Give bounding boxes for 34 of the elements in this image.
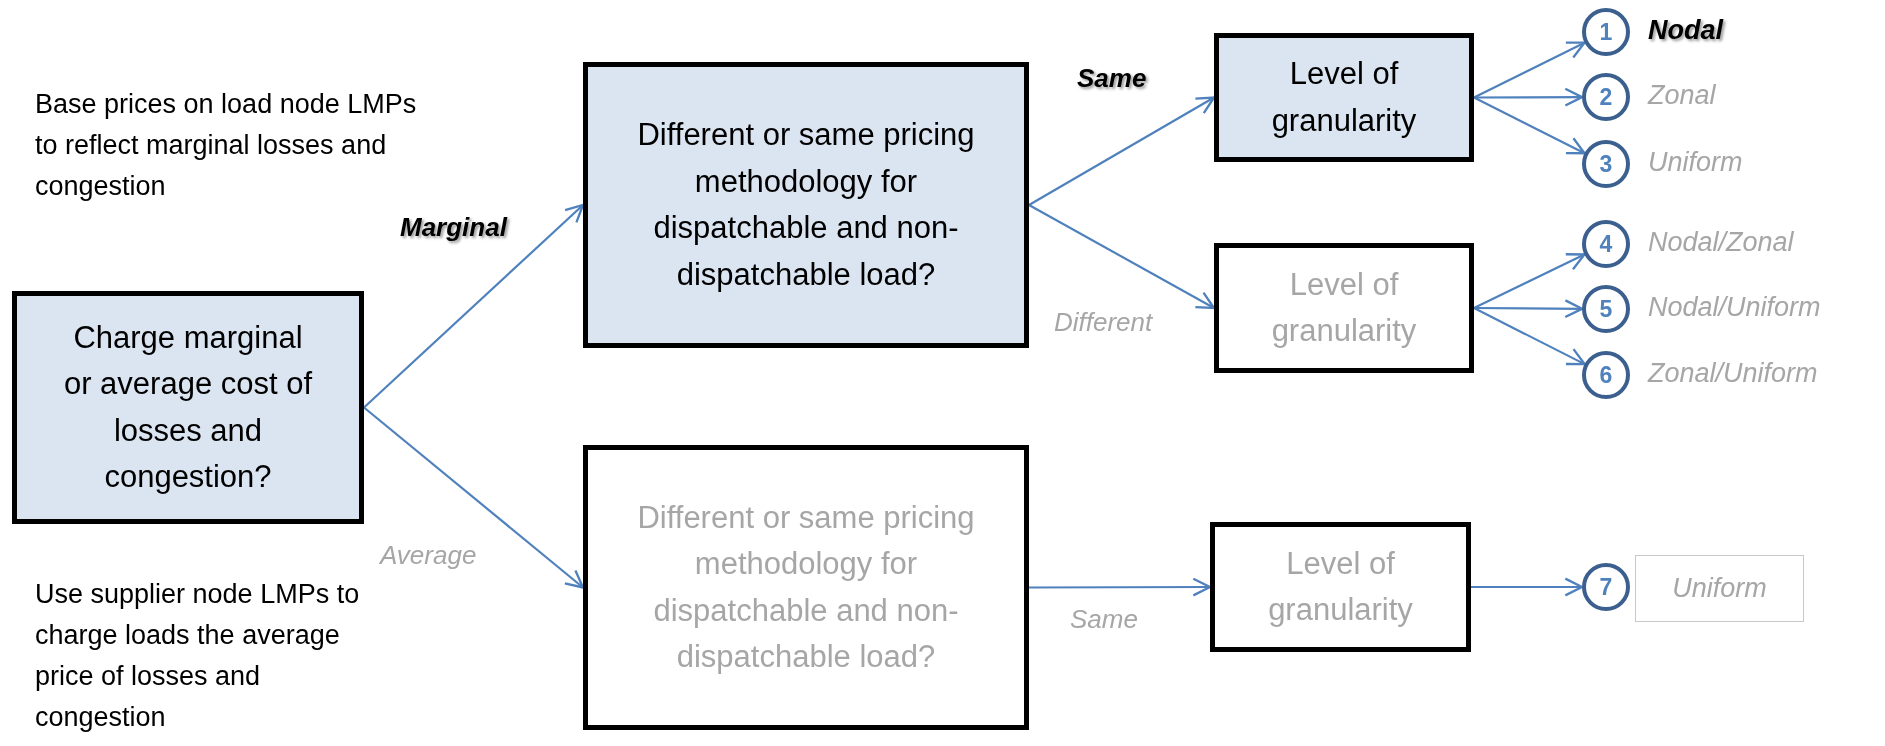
- option-label: Uniform: [1648, 147, 1743, 178]
- arrow: [363, 203, 585, 409]
- arrow: [1474, 299, 1584, 319]
- option-number-circle: 6: [1582, 351, 1630, 399]
- option-label: Nodal/Uniform: [1648, 292, 1821, 323]
- decision-box: Different or same pricing methodology for dispatchable and non-dispatchable load?: [583, 62, 1029, 348]
- option-label: Nodal/Zonal: [1648, 227, 1794, 258]
- arrow: [1029, 577, 1212, 597]
- decision-box: Level of granularity: [1210, 522, 1471, 652]
- arrow: [1473, 307, 1586, 366]
- option-number-circle: 4: [1582, 220, 1630, 268]
- note-text: Use supplier node LMPs to charge loads the average price of losses and congestion: [35, 578, 361, 734]
- note-text: Base prices on load node LMPs to reflect marginal losses and congestion: [35, 88, 418, 203]
- arrow: [363, 406, 585, 589]
- arrow: [1471, 577, 1584, 597]
- decision-box: Different or same pricing methodology for dispatchable and non-dispatchable load?: [583, 445, 1029, 730]
- option-number-circle: 3: [1582, 140, 1630, 188]
- option-number-circle: 5: [1582, 285, 1630, 333]
- option-label: Nodal: [1648, 15, 1723, 46]
- decision-box: Level of granularity: [1214, 243, 1474, 373]
- option-label: Zonal: [1648, 80, 1716, 111]
- option-number-circle: 2: [1582, 73, 1630, 121]
- option-number-circle: 1: [1582, 8, 1630, 56]
- arrow: [1474, 87, 1584, 107]
- decision-box: Charge marginal or average cost of losses and congestion?: [12, 291, 364, 524]
- arrow: [1473, 96, 1586, 155]
- arrow: [1473, 41, 1586, 99]
- arrow: [1473, 253, 1586, 309]
- arrow: [1028, 96, 1216, 206]
- decision-box: Level of granularity: [1214, 33, 1474, 162]
- option-number-circle: 7: [1582, 563, 1630, 611]
- result-box: Uniform: [1635, 555, 1804, 622]
- arrow: [1028, 204, 1216, 310]
- option-label: Zonal/Uniform: [1648, 358, 1818, 389]
